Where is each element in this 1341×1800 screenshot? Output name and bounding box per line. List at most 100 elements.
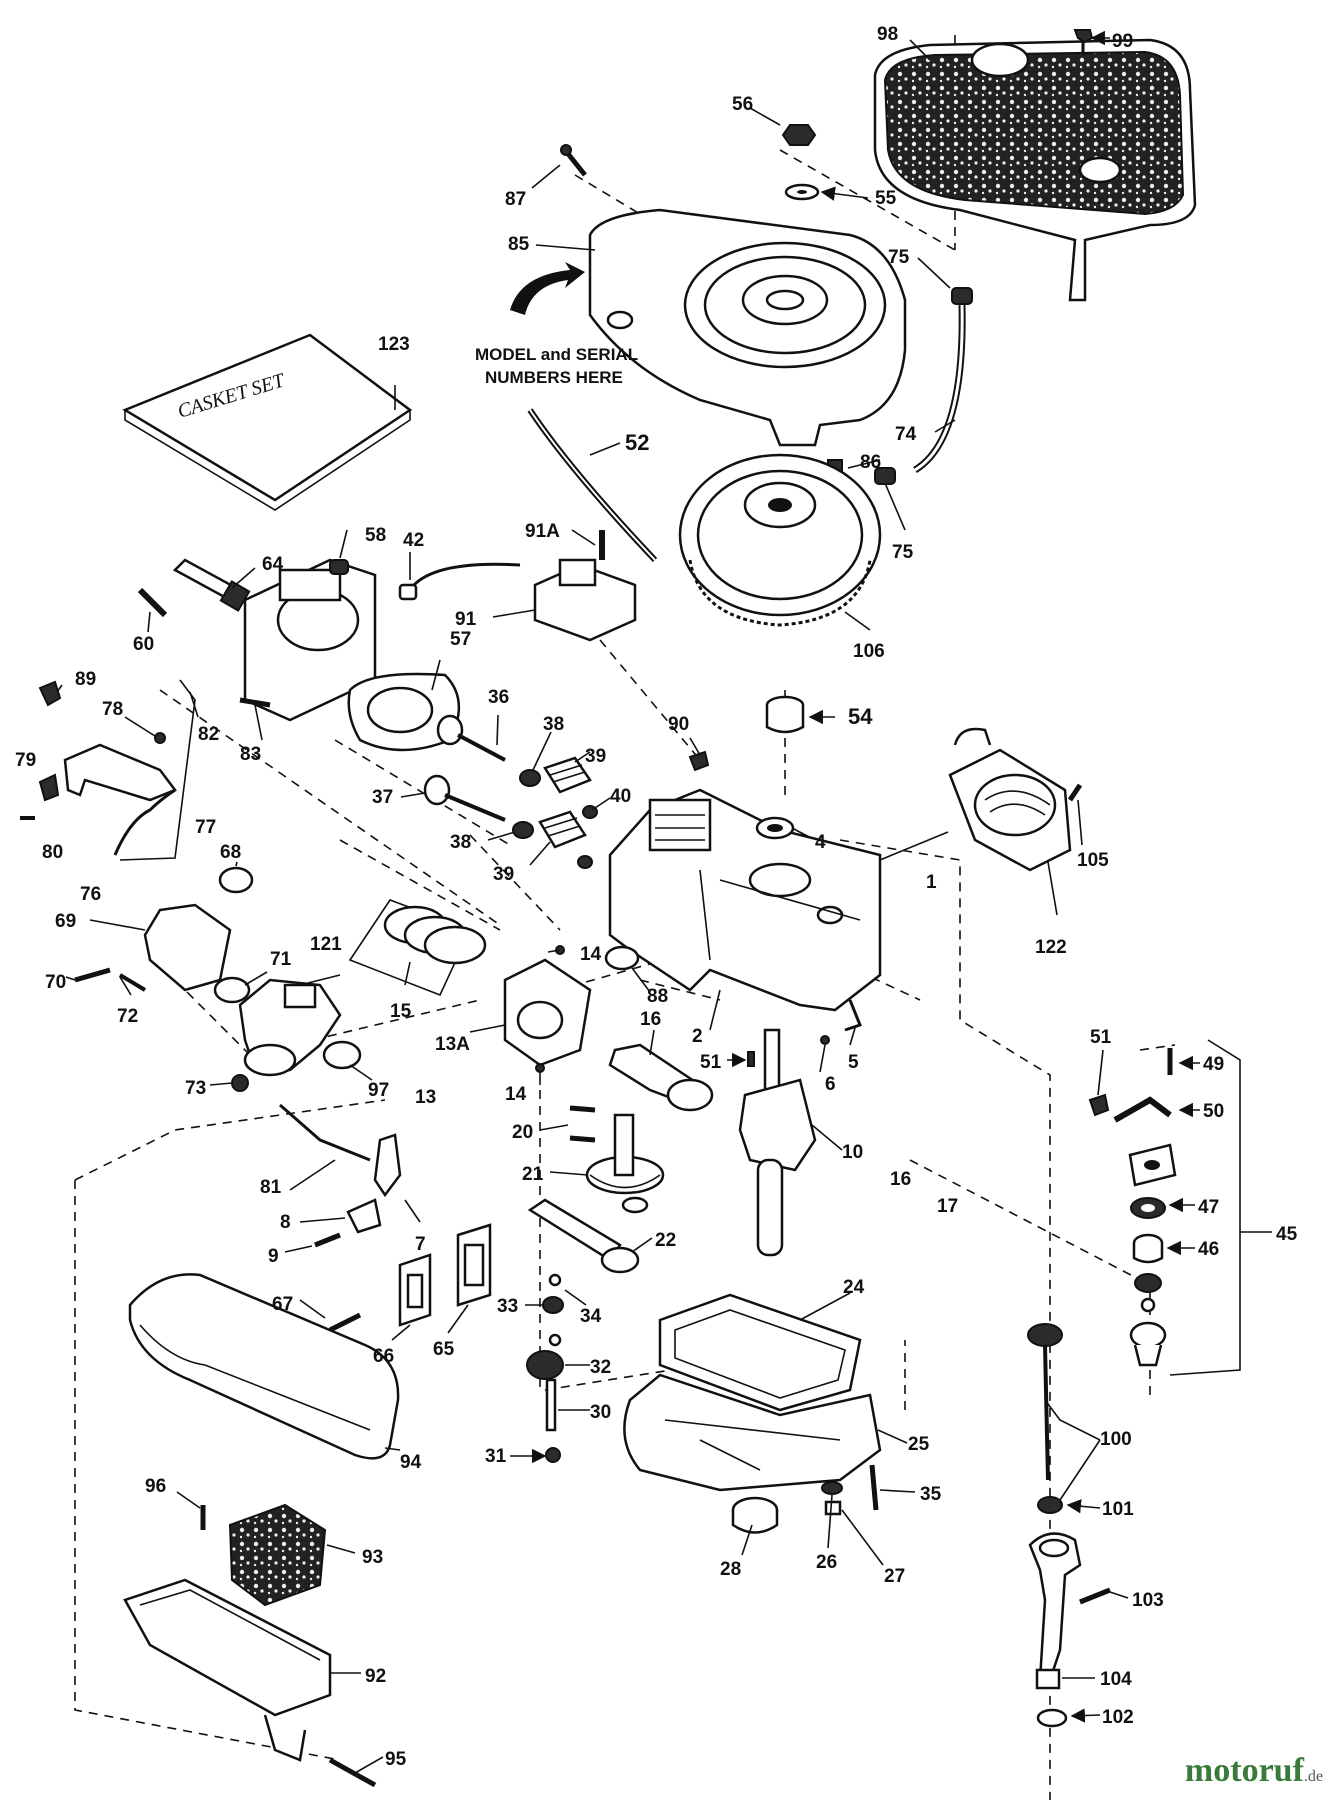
label-94: 94 (400, 1452, 422, 1473)
label-90: 90 (668, 714, 689, 735)
sump-part-25 (623, 1373, 882, 1492)
lever-part-7 (373, 1133, 402, 1198)
bolt-part-67 (328, 1312, 362, 1333)
label-69: 69 (55, 911, 76, 932)
washer-part-55 (784, 183, 820, 201)
flywheel-part-106 (678, 453, 882, 627)
seal-part-47 (1130, 1197, 1166, 1219)
o-ring-part-101 (1037, 1496, 1063, 1514)
oil-fill-tube-part-104 (1028, 1532, 1082, 1690)
label-21: 21 (522, 1164, 544, 1185)
label-78: 78 (102, 699, 123, 720)
drain-plug-part-27 (824, 1500, 842, 1516)
head-gasket-part-57 (347, 672, 461, 752)
label-7: 7 (415, 1234, 426, 1255)
label-93: 93 (362, 1547, 383, 1568)
label-71: 71 (270, 949, 292, 970)
label-5: 5 (848, 1052, 859, 1073)
label-32: 32 (590, 1357, 611, 1378)
valve-spring-part-39-lower (538, 810, 587, 849)
label-91: 91 (455, 609, 477, 630)
label-64: 64 (262, 554, 284, 575)
model-serial-note: MODEL and SERIAL NUMBERS HERE (475, 345, 638, 387)
label-87: 87 (505, 189, 526, 210)
label-66: 66 (373, 1346, 394, 1367)
recoil-starter-part-122 (948, 727, 1072, 872)
clamp-part-8 (346, 1198, 382, 1234)
lifter-part-22 (527, 1198, 640, 1274)
label-10: 10 (842, 1142, 863, 1163)
label-39-upper: 39 (585, 746, 606, 767)
bolt-part-20 (569, 1105, 596, 1143)
bolt-part-87 (560, 144, 587, 177)
label-57: 57 (450, 629, 471, 650)
valve-part-36 (436, 714, 506, 762)
part-number-labels: 98 99 56 55 87 85 75 74 86 75 123 52 91A… (15, 24, 1298, 1770)
label-60: 60 (133, 634, 154, 655)
label-105: 105 (1077, 850, 1109, 871)
label-15: 15 (390, 1001, 412, 1022)
label-6: 6 (825, 1074, 836, 1095)
part-53 (747, 1051, 755, 1067)
label-38-lower: 38 (450, 832, 471, 853)
oil-seal-part-4 (755, 816, 795, 840)
blower-housing-part-85 (588, 208, 907, 447)
sump-gasket-part-24 (658, 1293, 862, 1412)
label-22: 22 (655, 1230, 676, 1251)
bushing-part-54 (765, 695, 805, 734)
governor-gear-part-32 (526, 1350, 564, 1380)
label-74: 74 (895, 424, 917, 445)
label-37: 37 (372, 787, 393, 808)
label-27: 27 (884, 1566, 905, 1587)
label-47: 47 (1198, 1197, 1219, 1218)
gasket-part-97 (322, 1040, 362, 1070)
washer-part-31 (545, 1447, 561, 1463)
label-16-lower: 16 (890, 1169, 911, 1190)
spark-plug-part-64 (172, 558, 251, 612)
carburetor-part-121 (238, 978, 342, 1077)
governor-link-part-81 (279, 1103, 371, 1162)
label-1: 1 (926, 872, 937, 893)
leader-lines (56, 30, 1272, 1774)
label-35: 35 (920, 1484, 942, 1505)
ground-wire-part-52 (527, 408, 658, 563)
label-9: 9 (268, 1246, 279, 1267)
label-30: 30 (590, 1402, 611, 1423)
washer-part-26 (821, 1481, 843, 1495)
label-45: 45 (1276, 1224, 1298, 1245)
model-serial-note-line1: MODEL and SERIAL (475, 345, 638, 364)
bracket-part-78 (63, 732, 177, 802)
gasket-set-part-123: CASKET SET (122, 333, 413, 511)
label-2: 2 (692, 1026, 703, 1047)
gasket-part-71 (213, 976, 251, 1004)
label-68: 68 (220, 842, 241, 863)
screw-part-103 (1079, 1587, 1111, 1605)
clip-part-75-top (951, 287, 973, 305)
engine-block-part-1 (608, 788, 882, 1012)
label-36: 36 (488, 687, 509, 708)
label-31: 31 (485, 1446, 507, 1467)
flange-part-45 (1128, 1143, 1177, 1187)
bolt-part-60 (137, 587, 168, 618)
pin-part-83 (239, 697, 271, 708)
label-100: 100 (1100, 1429, 1132, 1450)
fuel-line-part-74 (913, 304, 966, 473)
bracket-outline-part-77 (119, 679, 196, 861)
crankshaft-part-10 (738, 1028, 817, 1257)
watermark-logo: motoruf.de (1185, 1752, 1323, 1790)
label-16-upper: 16 (640, 1009, 661, 1030)
bolt-part-70 (74, 967, 111, 983)
label-81: 81 (260, 1177, 282, 1198)
label-40: 40 (610, 786, 631, 807)
label-70: 70 (45, 972, 66, 993)
label-80: 80 (42, 842, 63, 863)
label-95: 95 (385, 1749, 407, 1770)
elbow-part-68 (218, 866, 254, 894)
piston-part-13 (503, 958, 592, 1067)
screw-part-95 (328, 1757, 377, 1788)
label-58: 58 (365, 525, 386, 546)
label-104: 104 (1100, 1669, 1132, 1690)
label-89: 89 (75, 669, 96, 690)
label-51: 51 (1090, 1027, 1112, 1048)
